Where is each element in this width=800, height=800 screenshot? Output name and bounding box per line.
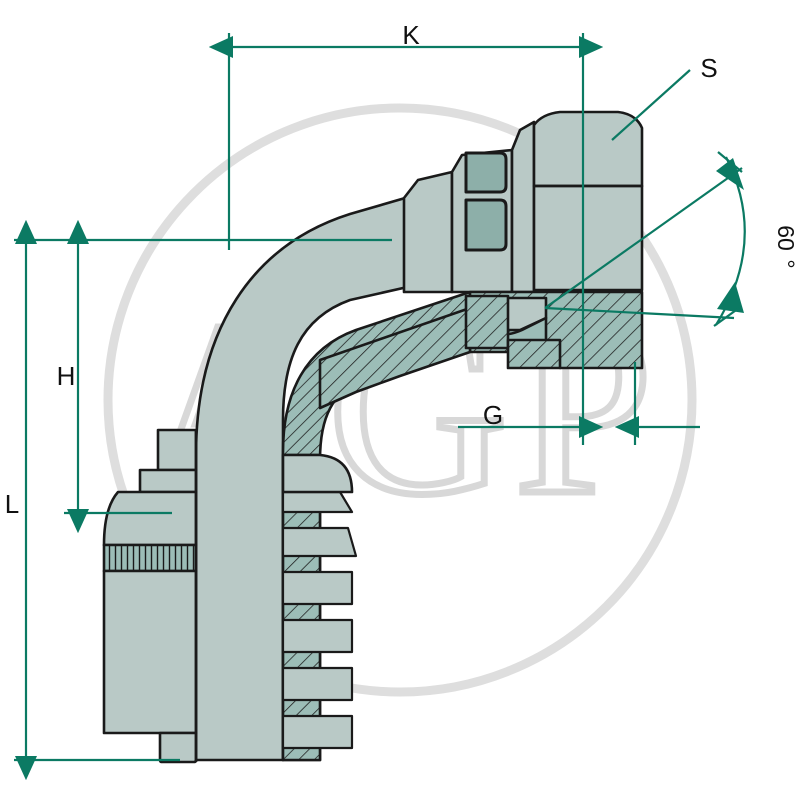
dimension-text-layer: K S H L G 60 ° (5, 20, 799, 519)
watermark-circle (103, 103, 697, 697)
barb-ridge (281, 666, 354, 702)
ferrule-barrel (102, 569, 198, 735)
s-leader-line (611, 69, 691, 141)
collar-step-3 (510, 120, 536, 294)
elbow-outer-body (194, 194, 414, 762)
hex-nut-lower-face (532, 184, 644, 292)
stem-tip-round (281, 453, 354, 494)
part-geometry (102, 110, 644, 764)
dimension-label-angle-unit: ° (773, 259, 799, 268)
barb-ridge (281, 714, 354, 750)
barb-ridge (281, 618, 354, 654)
angle-leg-upper (544, 167, 743, 309)
collar-slot-lower (464, 198, 508, 252)
nipple-shoulder-b (138, 468, 198, 494)
dimension-label-s: S (700, 53, 717, 83)
nut-shoulder-step (506, 338, 562, 370)
angle-tick-lower (713, 307, 740, 327)
dimension-label-g: G (483, 400, 503, 430)
barb-ridge (281, 570, 354, 606)
dimension-layer (14, 33, 746, 781)
angle-leg-lower (544, 306, 735, 320)
collar-slot-upper (464, 151, 508, 194)
dimension-S (611, 69, 691, 141)
dimension-angle-60 (544, 151, 746, 327)
dimension-H (14, 219, 392, 534)
angle-arrow-lower (717, 282, 744, 313)
collar-step-1 (402, 170, 454, 294)
nipple-shoulder-a (156, 428, 198, 472)
ferrule-end-boss (158, 731, 198, 764)
dimension-K (208, 33, 604, 250)
retainer-block (464, 294, 510, 350)
dimension-G (458, 120, 700, 445)
dimension-label-h: H (57, 361, 76, 391)
dimension-L (14, 219, 180, 781)
dimension-label-l: L (5, 489, 19, 519)
nipple-taper (102, 490, 198, 547)
barb-ridge-group (281, 490, 358, 750)
dimension-label-angle-value: 60 (773, 225, 799, 251)
knurled-band (102, 543, 198, 573)
angle-tick-upper (717, 151, 743, 173)
hex-nut-upper-face (532, 110, 644, 188)
barb-ridge (281, 490, 354, 514)
angle-arrow-upper (716, 158, 744, 190)
barb-ridge (281, 526, 358, 558)
dimension-label-k: K (402, 20, 420, 50)
angle-label-group: 60 ° (773, 225, 799, 268)
